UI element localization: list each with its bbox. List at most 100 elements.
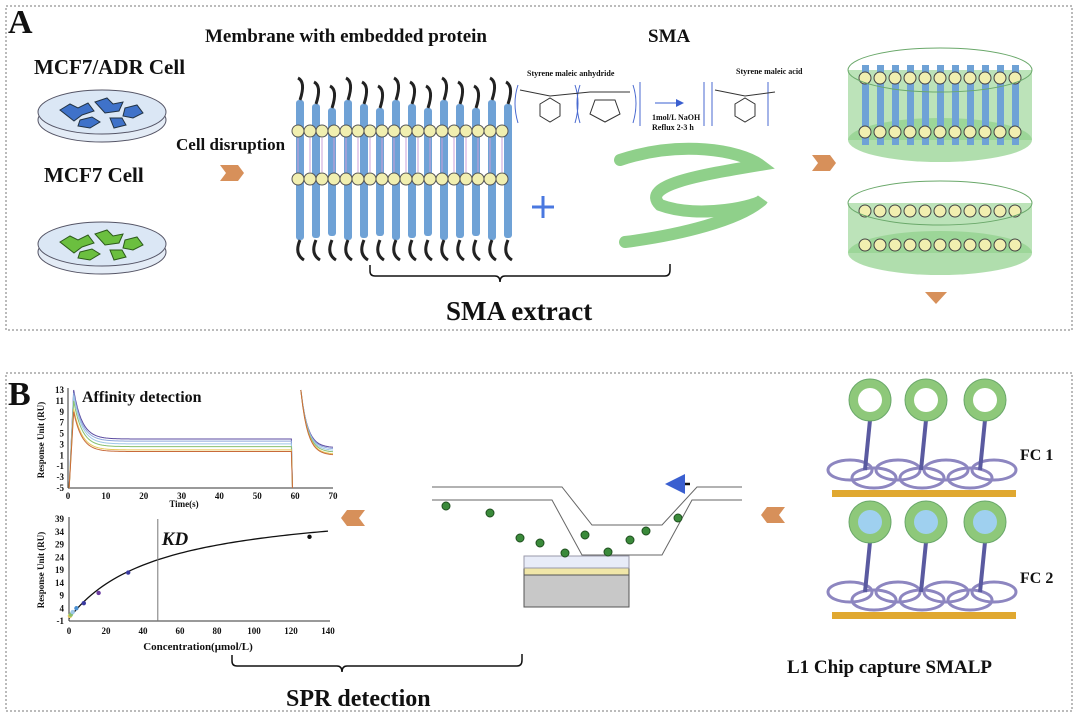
dextran-matrix [922,458,970,482]
y-tick-label: 29 [55,540,65,550]
y-tick-label: 5 [60,429,65,439]
dextran-matrix [826,458,874,482]
protein-helix [982,65,989,145]
x-tick-label: 20 [139,491,149,501]
lipid-head [933,238,947,252]
brace [369,264,671,283]
dextran-matrix [970,580,1018,604]
lipid-head [435,124,449,138]
smalp-nanodiscs [847,47,1033,275]
l1-chip-illustration [826,378,1018,619]
lipid-head [339,172,353,186]
chip-surface [832,490,1016,497]
y-tick-label: 3 [60,439,65,449]
condition-reflux: Reflux 2-3 h [652,123,694,132]
protein-loop [312,239,321,262]
lipid-head [918,204,932,218]
lipid-head [363,124,377,138]
dextran-matrix [946,588,994,612]
lipid-head [948,71,962,85]
sma-belt-rim [847,180,1033,226]
protein-loop [440,239,449,262]
lipid-head [948,238,962,252]
y-tick-label: -1 [57,461,65,471]
protein-helix [907,65,914,145]
sensorgram-chart: Affinity detection Time(s) Response Unit… [36,385,338,509]
affinity-fit-chart: Concentration(μmol/L) Response Unit (RU)… [36,514,335,653]
sma-chemistry: Styrene maleic anhydride Styrene maleic … [514,67,803,132]
lipid-head [978,71,992,85]
protein-helix [504,104,512,238]
lipid-head [993,125,1007,139]
lipid-head [339,124,353,138]
chip-surface [832,612,1016,619]
chart1-xlabel: Time(s) [169,499,198,509]
protein-helix [296,100,304,240]
lipid-head [933,71,947,85]
protein-loop [361,80,369,105]
lipid-head [858,238,872,252]
protein-loop [408,239,417,262]
membrane-illustration [291,76,513,262]
lipid-head [411,172,425,186]
protein-loop [392,239,401,262]
lipid-head [978,238,992,252]
x-tick-label: 20 [102,626,112,636]
petri-dish-green [37,221,167,275]
lipid-head [993,204,1007,218]
lipid-head [291,124,305,138]
lipid-head [483,124,497,138]
lipid-head [291,172,305,186]
membrane-title: Membrane with embedded protein [205,26,487,47]
lipid-head [978,125,992,139]
protein-loop [488,239,497,262]
protein-loop [457,80,465,105]
data-point [81,600,87,606]
dextran-matrix [874,458,922,482]
lipid-head [483,172,497,186]
smalp-core [914,510,938,534]
protein-loop [504,239,513,262]
lipid-head [459,124,473,138]
anchor [863,541,872,593]
lipid-head [933,204,947,218]
x-tick-label: 30 [177,491,187,501]
protein-helix [892,65,899,145]
protein-helix [937,65,944,145]
lipid-head [993,238,1007,252]
protein-helix [440,100,448,240]
protein-loop [345,76,353,101]
arrow-left-icon [761,507,785,523]
lipid-head [1008,125,1022,139]
kd-annotation: KD [161,529,189,550]
panel-a-border [5,5,1073,331]
reactant-label: Styrene maleic anhydride [527,69,615,78]
x-tick-label: 40 [139,626,149,636]
y-tick-label: 9 [60,591,65,601]
protein-helix [312,104,320,238]
fit-curve [68,530,329,619]
protein-helix [344,100,352,240]
y-tick-label: 11 [55,396,64,406]
cell-disruption-label: Cell disruption [176,135,286,154]
lipid-head [888,125,902,139]
lipid-head [399,124,413,138]
smalp-core [858,510,882,534]
y-tick-label: 14 [55,578,65,588]
cell-line-mcf7-adr: MCF7/ADR Cell [34,55,185,79]
condition-naoh: 1mol/L NaOH [652,113,701,122]
x-tick-label: 40 [215,491,225,501]
data-point [126,570,131,575]
chart1-title: Affinity detection [82,389,202,406]
lipid-head [447,124,461,138]
y-tick-label: 24 [55,552,65,562]
y-tick-label: -3 [57,472,65,482]
lipid-head [873,125,887,139]
x-tick-label: 80 [213,626,223,636]
protein-helix [392,100,400,240]
protein-loop [393,76,401,101]
protein-loop [360,239,369,262]
lipid-head [399,172,413,186]
lipid-head [327,172,341,186]
